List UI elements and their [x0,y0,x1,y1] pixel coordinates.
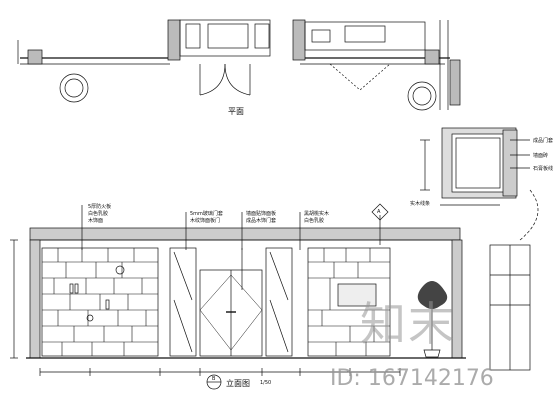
elevation-view [10,203,531,390]
section-detail [420,127,539,241]
marker-top: A [377,209,381,215]
right-label-1: 黑胡桃实木 [304,211,330,217]
mid-label-2: 成品木饰门套 [246,218,277,224]
left-label-3: 木饰面 [88,218,104,224]
left-label-1: 5厚防火板 [88,204,112,210]
detail-label-3: 石膏板线 [533,166,554,172]
mid-label-1: 墙面贴饰面板 [246,211,277,217]
detail-label-2: 墙面砖 [533,153,549,159]
left-label-2: 白色乳胶 [88,211,109,217]
detail-label-1: 成品门套 [533,138,554,144]
plan-title: 平面 [228,107,244,116]
elevation-title: 立面图 [226,379,250,388]
marker-bottom: B [212,376,216,382]
door-label-2: 木纹饰面板门 [190,218,221,224]
detail-bottom-label: 实木线条 [410,201,431,207]
door-label-1: 5mm玻璃门套 [190,211,223,217]
watermark-id: ID: 167142176 [330,366,494,391]
elevation-scale: 1/50 [260,380,272,386]
plan-view [17,19,461,111]
right-label-2: 白色乳胶 [304,218,325,224]
watermark-logo: 知末 [360,297,456,351]
